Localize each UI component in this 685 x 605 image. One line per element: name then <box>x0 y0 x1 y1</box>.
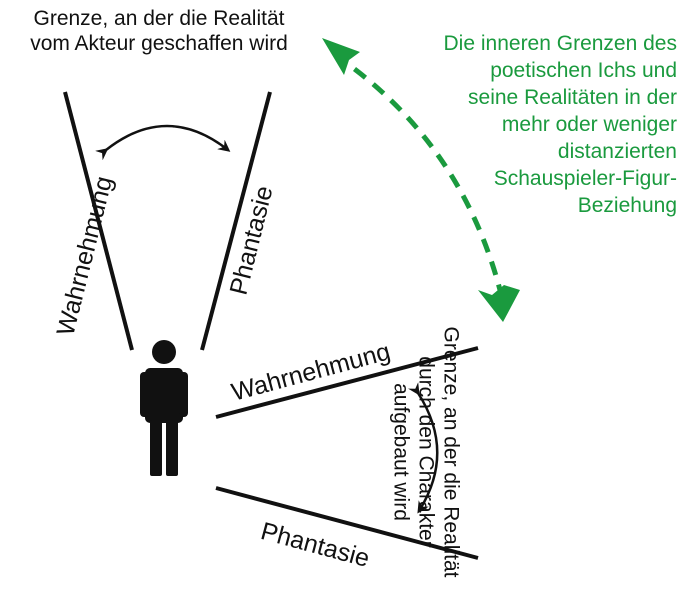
inner-boundaries-caption-line: distanzierten <box>557 140 677 163</box>
left-fantasy-boundary-line <box>200 91 272 351</box>
actor-boundary-caption-line: Grenze, an der die Realität <box>33 7 285 30</box>
inner-boundaries-caption: Die inneren Grenzen des poetischen Ichs … <box>377 30 677 219</box>
left-perception-boundary-line <box>63 91 134 351</box>
green-arrowhead-top-icon <box>322 38 360 75</box>
inner-boundaries-caption-line: poetischen Ichs und <box>490 59 677 82</box>
actor-boundary-caption: Grenze, an der die Realität vom Akteur g… <box>0 6 318 56</box>
right-curved-double-arrow <box>408 382 439 514</box>
character-boundary-caption-line: Grenze, an der die Realität <box>439 326 463 578</box>
top-curved-double-arrow <box>95 124 231 161</box>
inner-boundaries-caption-line: Beziehung <box>577 194 677 217</box>
inner-boundaries-caption-line: Schauspieler-Figur- <box>493 167 677 190</box>
green-arrowhead-bottom-icon <box>478 285 520 322</box>
character-boundary-caption-line: aufgebaut wird <box>389 383 413 521</box>
right-fantasy-boundary-line <box>215 486 479 560</box>
actor-boundary-caption-line: vom Akteur geschaffen wird <box>30 32 288 55</box>
character-boundary-caption-line: durch den Charakter <box>414 356 438 548</box>
inner-boundaries-caption-line: Die inneren Grenzen des <box>443 32 677 55</box>
character-boundary-caption: Grenze, an der die Realität durch den Ch… <box>389 302 464 602</box>
inner-boundaries-caption-line: mehr oder weniger <box>501 113 677 136</box>
person-icon <box>140 340 188 476</box>
green-dashed-double-arrow <box>333 52 503 291</box>
right-perception-boundary-line <box>215 346 479 419</box>
inner-boundaries-caption-line: seine Realitäten in der <box>468 86 677 109</box>
